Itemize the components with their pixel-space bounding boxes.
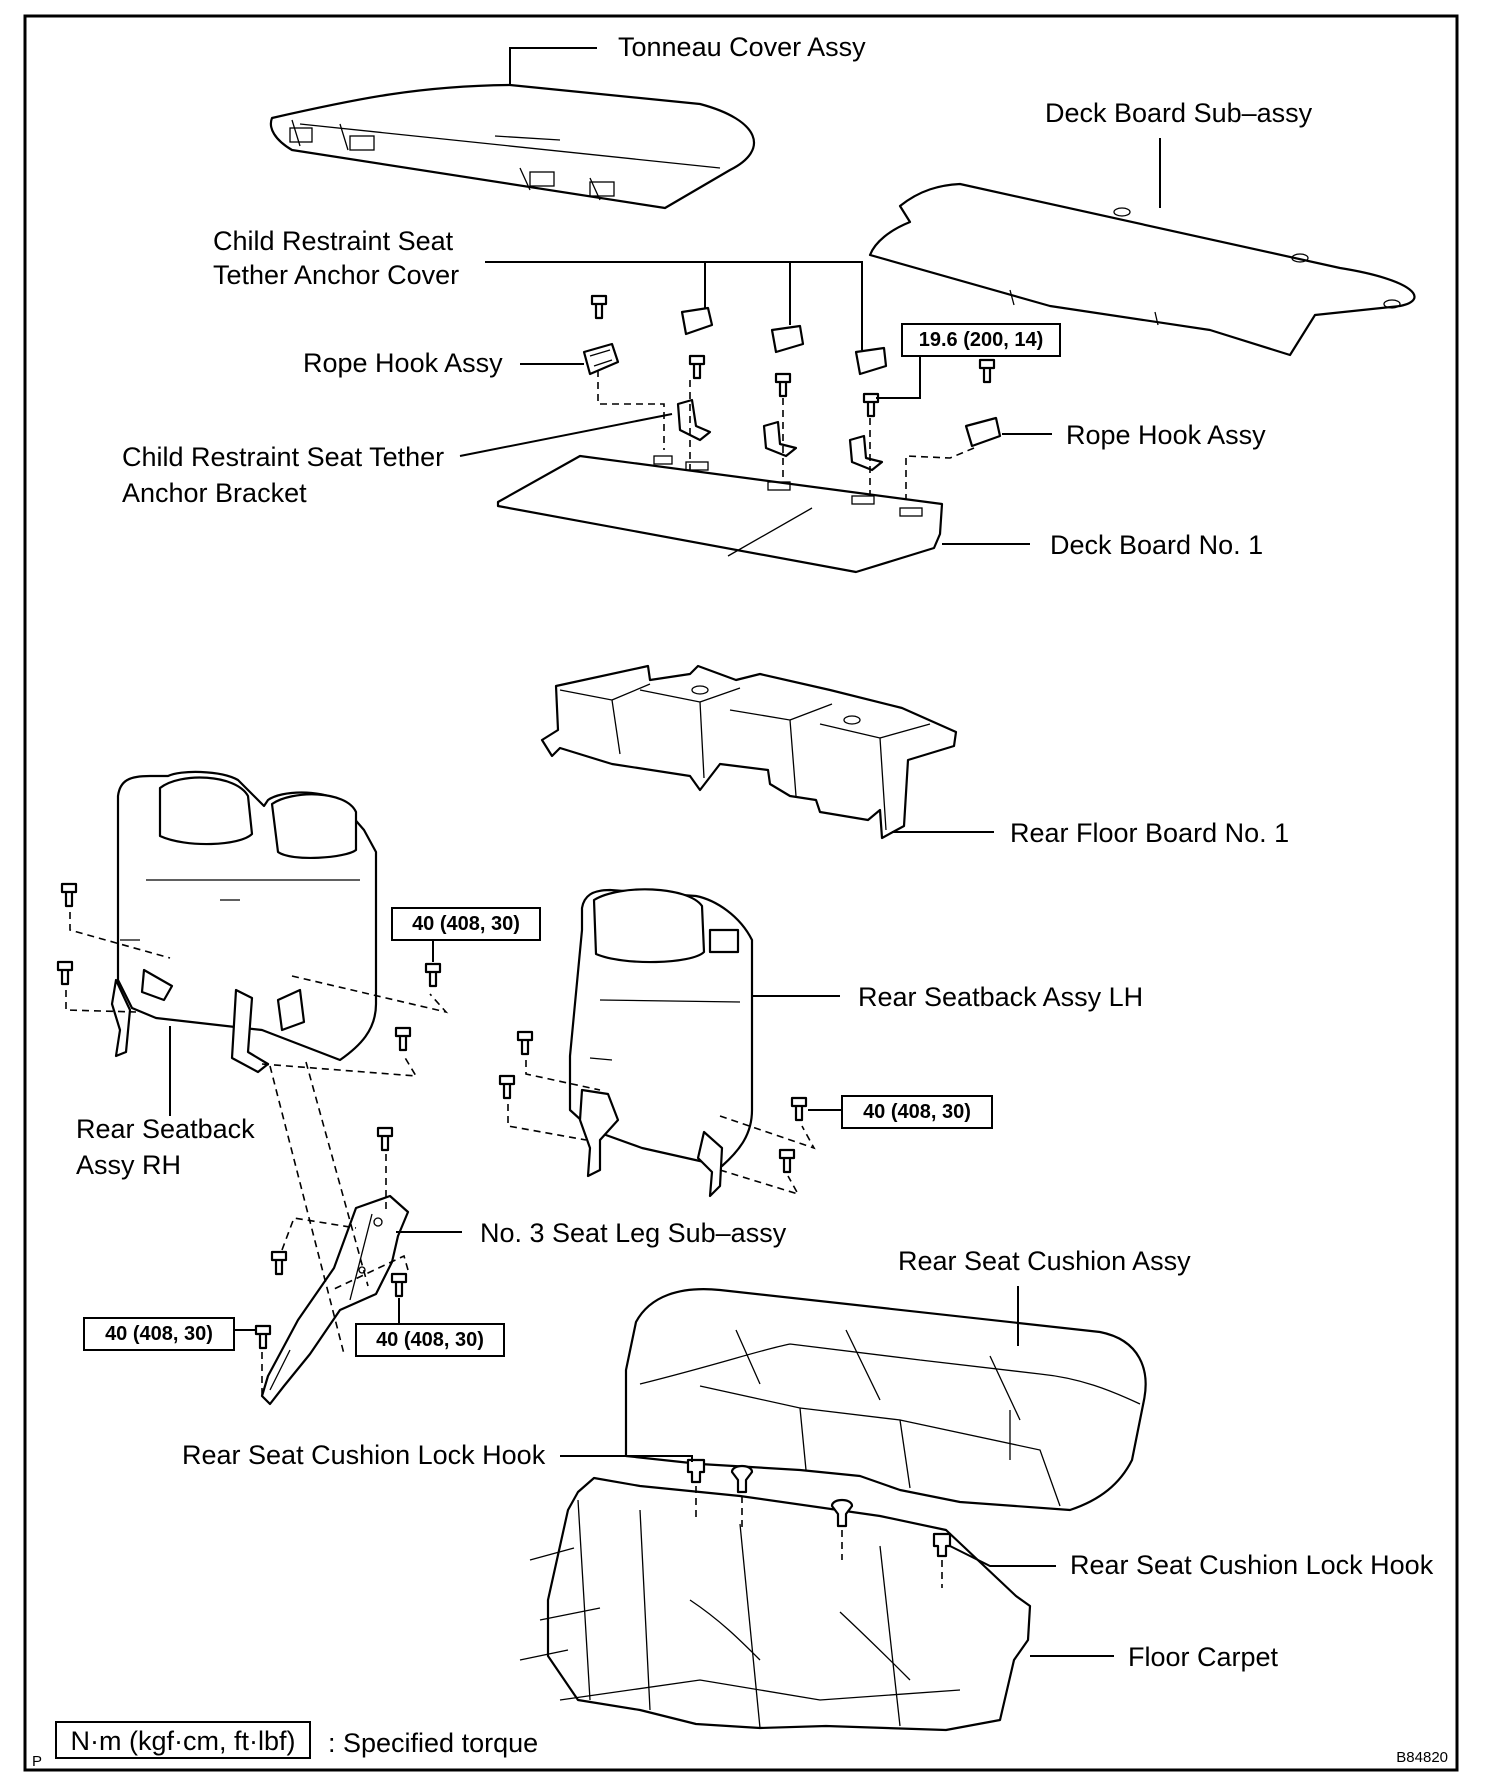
- figure-id: B84820: [1396, 1749, 1448, 1766]
- dashed-guides-lh: [507, 1060, 816, 1196]
- label-deck-board-no1: Deck Board No. 1: [1050, 530, 1263, 560]
- dashed-guides-hooks: [695, 1486, 943, 1588]
- label-tether-cover-2: Tether Anchor Cover: [213, 260, 459, 290]
- label-seatback-rh-1: Rear Seatback: [76, 1114, 255, 1144]
- label-lock-hook-right: Rear Seat Cushion Lock Hook: [1070, 1550, 1434, 1580]
- floor-carpet-part: [519, 1476, 1032, 1732]
- label-seat-leg: No. 3 Seat Leg Sub–assy: [480, 1218, 787, 1248]
- rear-seatback-lh-part: [568, 888, 754, 1198]
- rear-seatback-rh-part: [110, 770, 378, 1074]
- rear-floor-board-part: [540, 664, 958, 840]
- tether-anchor-brackets: [676, 398, 884, 472]
- label-tonneau-cover: Tonneau Cover Assy: [618, 32, 866, 62]
- torque-box-deck-bolt: [901, 323, 1061, 357]
- lock-hook-parts: [686, 1458, 952, 1558]
- dashed-guides-leg: [261, 1061, 409, 1396]
- label-tether-bracket-1: Child Restraint Seat Tether: [122, 442, 444, 472]
- seatback-lh-bolts: [498, 1030, 808, 1174]
- label-tether-cover-1: Child Restraint Seat: [213, 226, 454, 256]
- deck-board-no1-part: [496, 454, 944, 574]
- bolt-icons-upper: [590, 294, 996, 418]
- torque-deck-bolt: 19.6 (200, 14): [919, 329, 1044, 351]
- label-tether-bracket-2: Anchor Bracket: [122, 478, 307, 508]
- label-lock-hook-left: Rear Seat Cushion Lock Hook: [182, 1440, 546, 1470]
- rope-hook-right-part: [964, 416, 1002, 448]
- label-rope-hook-right: Rope Hook Assy: [1066, 420, 1266, 450]
- torque-seatback-lh: 40 (408, 30): [863, 1101, 971, 1123]
- torque-leg-right: 40 (408, 30): [376, 1329, 484, 1351]
- label-floor-carpet: Floor Carpet: [1128, 1642, 1279, 1672]
- seatback-rh-bolts: [56, 882, 442, 1052]
- dashed-guides-upper: [597, 370, 975, 510]
- label-seatback-lh: Rear Seatback Assy LH: [858, 982, 1143, 1012]
- rope-hook-left-part: [582, 342, 620, 376]
- label-seatback-rh-2: Assy RH: [76, 1150, 181, 1180]
- torque-leg-left: 40 (408, 30): [105, 1323, 213, 1345]
- legend-unit-box: N·m (kgf·cm, ft·lbf): [71, 1726, 296, 1756]
- torque-box-seatback-rh: [391, 907, 541, 941]
- legend-torque-box: [55, 1721, 311, 1759]
- torque-seatback-rh: 40 (408, 30): [412, 913, 520, 935]
- dashed-guides-rh: [65, 912, 449, 1077]
- tonneau-cover-part: [269, 83, 756, 210]
- rear-seat-cushion-part: [624, 1288, 1147, 1512]
- seat-leg-part: [260, 1194, 410, 1406]
- label-rope-hook-left: Rope Hook Assy: [303, 348, 503, 378]
- torque-box-seatback-lh: [841, 1095, 993, 1129]
- torque-box-leg-left: [83, 1317, 235, 1351]
- diagram-frame: [23, 14, 1459, 1772]
- label-deck-board-sub-assy: Deck Board Sub–assy: [1045, 98, 1313, 128]
- seat-leg-bolts: [254, 1126, 408, 1350]
- tether-anchor-covers: [680, 306, 888, 376]
- deck-board-sub-assy-part: [868, 182, 1416, 357]
- legend-meaning: : Specified torque: [328, 1728, 538, 1758]
- corner-mark: P: [32, 1753, 42, 1770]
- label-cushion-assy: Rear Seat Cushion Assy: [898, 1246, 1191, 1276]
- label-rear-floor-board: Rear Floor Board No. 1: [1010, 818, 1289, 848]
- torque-box-leg-right: [355, 1323, 505, 1357]
